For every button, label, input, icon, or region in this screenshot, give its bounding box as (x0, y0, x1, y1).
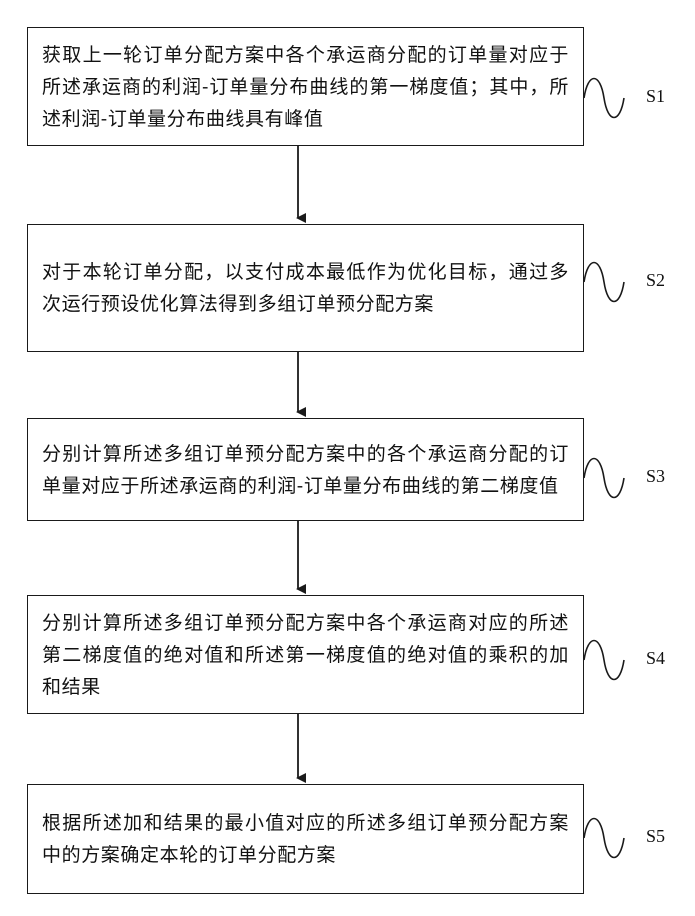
step-label-s3: S3 (646, 466, 665, 487)
squiggle-connector-s3 (584, 459, 624, 498)
squiggle-connector-s4 (584, 641, 624, 680)
step-box-s2: 对于本轮订单分配，以支付成本最低作为优化目标，通过多次运行预设优化算法得到多组订… (27, 224, 584, 352)
step-label-s2: S2 (646, 270, 665, 291)
step-text-s2: 对于本轮订单分配，以支付成本最低作为优化目标，通过多次运行预设优化算法得到多组订… (28, 256, 583, 320)
step-label-s1: S1 (646, 86, 665, 107)
squiggle-connector-s2 (584, 263, 624, 302)
step-label-s5: S5 (646, 826, 665, 847)
step-text-s3: 分别计算所述多组订单预分配方案中的各个承运商分配的订单量对应于所述承运商的利润-… (28, 438, 583, 502)
step-box-s1: 获取上一轮订单分配方案中各个承运商分配的订单量对应于所述承运商的利润-订单量分布… (27, 27, 584, 146)
squiggle-connector-s1 (584, 79, 624, 118)
step-text-s4: 分别计算所述多组订单预分配方案中各个承运商对应的所述第二梯度值的绝对值和所述第一… (28, 607, 583, 703)
step-label-s4: S4 (646, 648, 665, 669)
step-text-s1: 获取上一轮订单分配方案中各个承运商分配的订单量对应于所述承运商的利润-订单量分布… (28, 39, 583, 135)
step-box-s3: 分别计算所述多组订单预分配方案中的各个承运商分配的订单量对应于所述承运商的利润-… (27, 418, 584, 521)
step-box-s5: 根据所述加和结果的最小值对应的所述多组订单预分配方案中的方案确定本轮的订单分配方… (27, 784, 584, 894)
squiggle-connector-s5 (584, 819, 624, 858)
step-box-s4: 分别计算所述多组订单预分配方案中各个承运商对应的所述第二梯度值的绝对值和所述第一… (27, 595, 584, 714)
step-text-s5: 根据所述加和结果的最小值对应的所述多组订单预分配方案中的方案确定本轮的订单分配方… (28, 807, 583, 871)
